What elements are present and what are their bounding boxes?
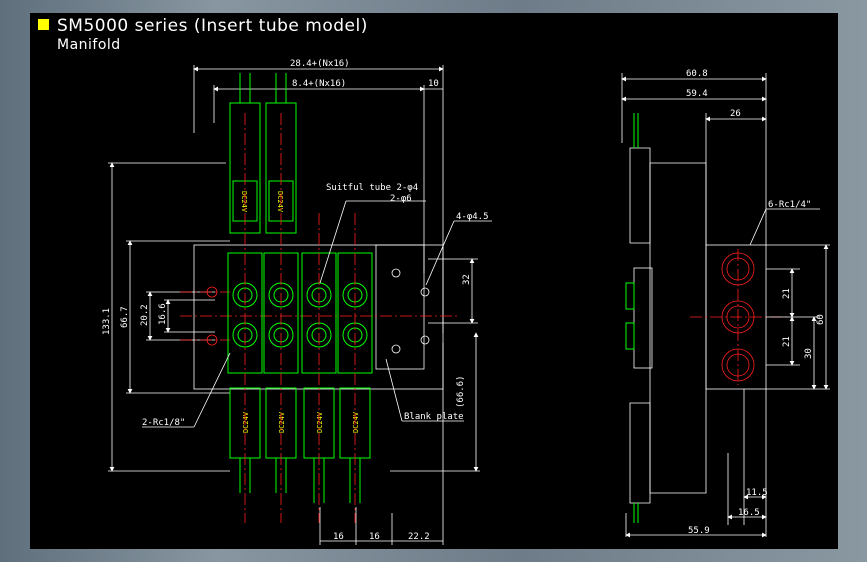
callout-ports: 2-Rc1/8": [142, 418, 185, 428]
drawing-canvas: SM5000 series (Insert tube model) Manifo…: [30, 13, 838, 549]
callout-side-ports: 6-Rc1/4": [768, 200, 811, 210]
valve-label-1: DC24V: [240, 191, 248, 213]
dim-side-height: 60: [816, 314, 826, 325]
technical-drawing: 28.4+(Nx16) 8.4+(Nx16) 10 133.1 66.7: [102, 59, 830, 545]
title-text: SM5000 series (Insert tube model): [57, 16, 368, 36]
dim-inner-width: 8.4+(Nx16): [292, 79, 346, 89]
dim-total-height: 133.1: [102, 308, 112, 335]
valve-station-1: DC24V DC24V: [227, 73, 263, 493]
blank-plate: [375, 244, 425, 370]
dim-depth-2: 59.4: [686, 89, 708, 99]
dim-depth-3: 26: [730, 109, 741, 119]
valve-label-4: DC24V: [352, 411, 360, 433]
valve-label-3: DC24V: [316, 411, 324, 433]
side-view: 60.8 59.4 26: [621, 69, 830, 538]
dim-port-pitch-outer: 20.2: [140, 304, 150, 326]
title-marker-icon: [38, 19, 49, 30]
drawing-subtitle: Manifold: [57, 37, 121, 53]
dim-mount-pitch: 32: [462, 274, 472, 285]
valve-label-2: DC24V: [276, 191, 284, 213]
dim-port-pitch-inner: 16.6: [158, 303, 168, 325]
dim-overall-width: 28.4+(Nx16): [290, 59, 350, 69]
dim-pitch-b: 16: [369, 532, 380, 542]
dim-mid-height: 66.7: [120, 306, 130, 328]
dim-total-depth: 60.8: [686, 69, 708, 79]
dim-bottom-3: 55.9: [688, 526, 710, 536]
callout-mount-holes: 4-φ4.5: [456, 212, 489, 222]
callout-blank-plate: Blank plate: [404, 412, 464, 422]
dim-bottom-2: 16.5: [738, 508, 760, 518]
manifold-base-plate: [193, 244, 444, 390]
dim-port-pitch-1: 21: [782, 288, 792, 299]
dim-pitch-a: 16: [333, 532, 344, 542]
callout-tube-2: 2-φ6: [390, 194, 412, 204]
dim-lower-height: (66.6): [456, 375, 466, 408]
dim-side-offset: 30: [804, 348, 814, 359]
drawing-title: SM5000 series (Insert tube model): [38, 17, 368, 35]
dim-bottom-1: 11.5: [746, 488, 768, 498]
valve-label-1b: DC24V: [242, 411, 250, 433]
callout-tube: Suitful tube 2-φ4: [326, 183, 418, 193]
dim-right-offset: 10: [428, 79, 439, 89]
dim-edge: 22.2: [408, 532, 430, 542]
dim-port-pitch-2: 21: [782, 336, 792, 347]
valve-label-2b: DC24V: [278, 411, 286, 433]
front-view: 28.4+(Nx16) 8.4+(Nx16) 10 133.1 66.7: [102, 59, 492, 545]
